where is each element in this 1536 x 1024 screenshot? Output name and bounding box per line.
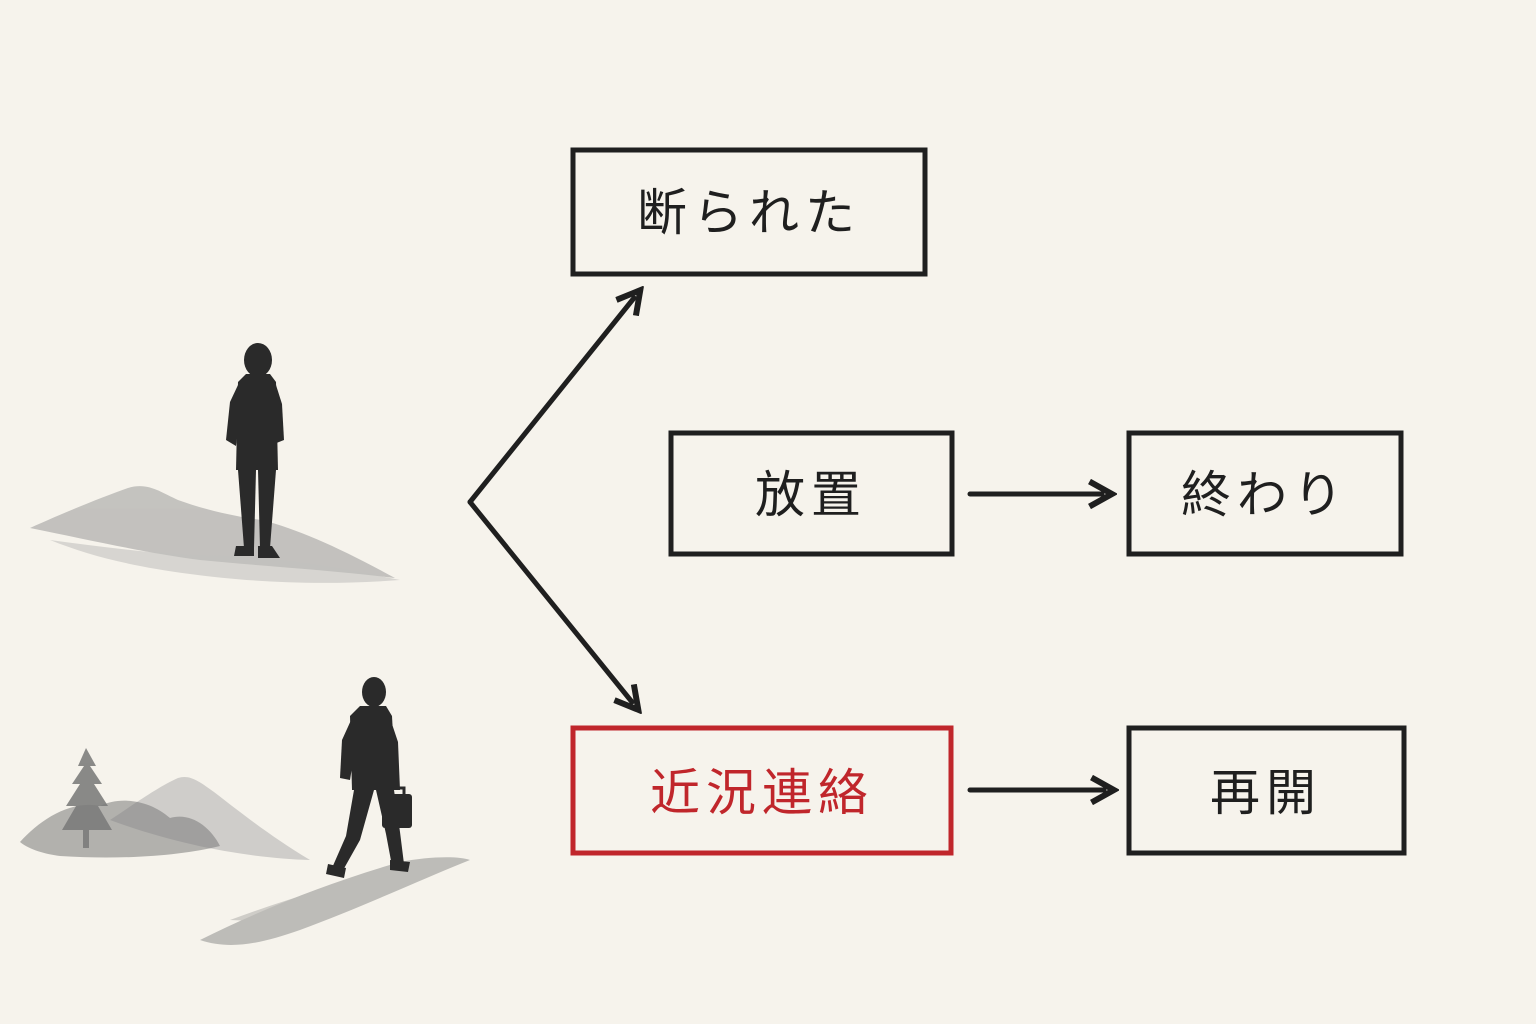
node-neglect: 放置 <box>668 430 955 557</box>
standing-man <box>226 343 284 558</box>
node-end-label: 終わり <box>1181 466 1349 524</box>
branch-arrows <box>467 298 1104 790</box>
hill-wash <box>30 486 400 583</box>
path-wash <box>200 857 470 945</box>
node-neglect-box <box>668 430 955 557</box>
node-rejected-label: 断られた <box>637 184 861 242</box>
arrow-to-update <box>467 499 632 702</box>
node-end: 終わり <box>1126 430 1404 557</box>
node-rejected: 断られた <box>570 147 928 277</box>
node-resume-box <box>1126 725 1407 856</box>
node-resume: 再開 <box>1126 725 1407 856</box>
mountain-wash <box>110 776 310 860</box>
briefcase <box>382 794 412 828</box>
shrub-wash <box>20 800 220 858</box>
node-rejected-box <box>570 147 928 277</box>
node-resume-label: 再開 <box>1210 764 1322 822</box>
walking-man-illustration <box>20 677 470 945</box>
node-end-box <box>1126 430 1404 557</box>
node-neglect-label: 放置 <box>755 466 867 524</box>
standing-man-illustration <box>30 343 400 583</box>
node-update-label: 近況連絡 <box>650 764 874 822</box>
node-update: 近況連絡 <box>570 725 954 856</box>
arrow-to-rejected <box>467 298 634 505</box>
node-update-box <box>570 725 954 856</box>
walking-man <box>326 677 412 878</box>
